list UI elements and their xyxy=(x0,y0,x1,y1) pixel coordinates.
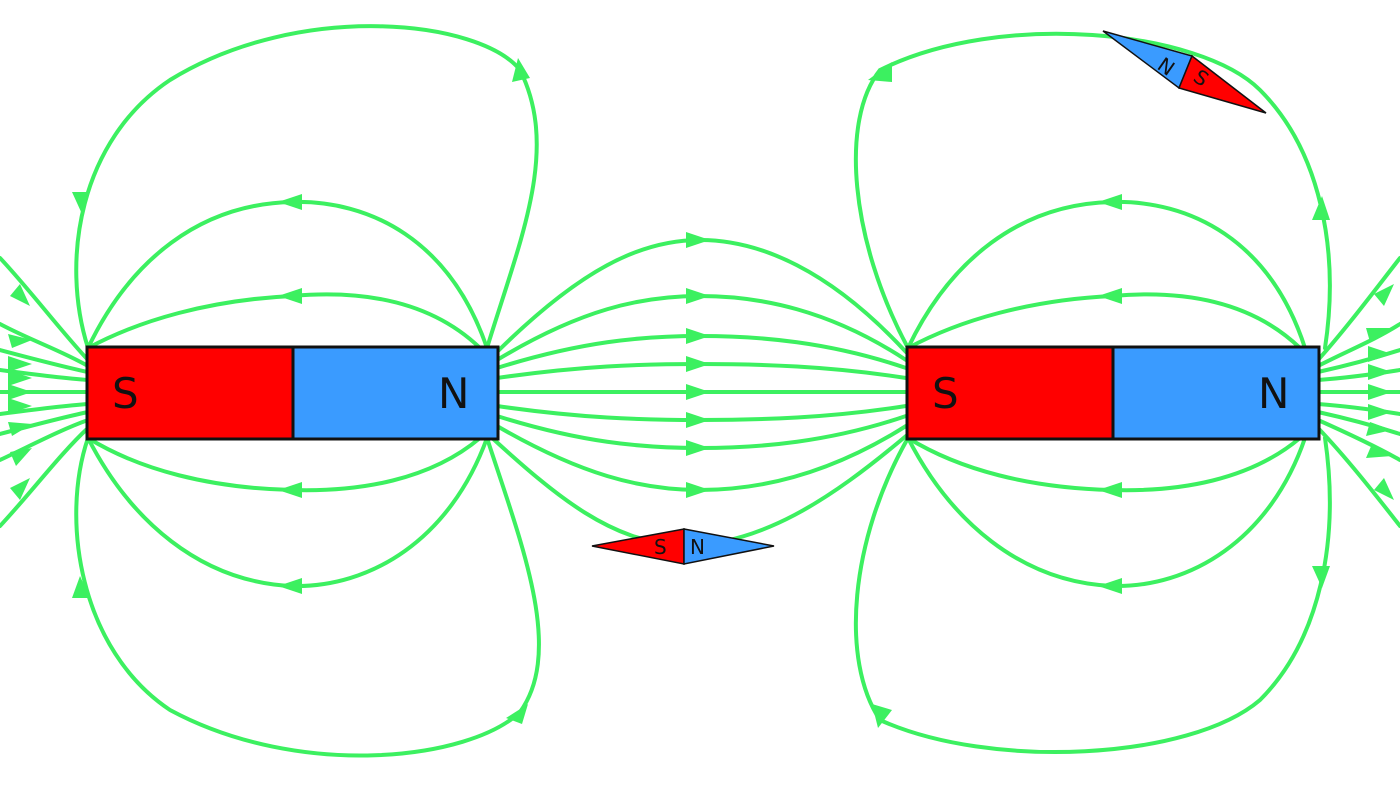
compass-needle-center: S N xyxy=(591,528,775,565)
field-arrow xyxy=(1312,196,1330,220)
field-arrow xyxy=(72,576,90,598)
field-line xyxy=(1316,256,1400,362)
magnet-north-label: N xyxy=(1258,369,1289,418)
needle-south-half xyxy=(1177,54,1267,114)
field-arrow xyxy=(686,384,710,400)
field-line xyxy=(1316,368,1400,382)
field-arrow xyxy=(8,356,32,372)
field-arrow xyxy=(1098,578,1122,594)
field-line xyxy=(0,348,90,374)
field-arrow xyxy=(686,232,710,248)
field-line xyxy=(1316,426,1400,528)
field-line xyxy=(1316,402,1400,416)
needle-south-half xyxy=(591,528,685,565)
field-arrows xyxy=(8,58,1394,728)
field-line xyxy=(1316,322,1400,368)
compass-needle-top-right: N S xyxy=(1102,30,1267,114)
field-arrow xyxy=(1098,288,1122,304)
field-arrow xyxy=(8,370,32,386)
magnet-south-label: S xyxy=(932,369,959,418)
needle-north-label: N xyxy=(690,535,705,559)
field-line xyxy=(86,436,489,589)
magnet-south-pole xyxy=(905,345,1115,441)
bar-magnet-left: S N xyxy=(85,345,500,441)
field-line xyxy=(86,199,489,350)
field-arrow xyxy=(1374,478,1394,500)
field-line xyxy=(0,410,90,436)
field-line xyxy=(86,292,482,350)
field-line xyxy=(0,418,90,462)
field-arrow xyxy=(1368,364,1392,380)
field-line xyxy=(0,426,90,528)
field-arrow xyxy=(10,448,32,466)
field-arrow xyxy=(1312,566,1330,588)
field-line xyxy=(906,436,1302,493)
magnet-north-pole xyxy=(1111,345,1321,441)
field-arrow xyxy=(1374,284,1394,306)
magnet-south-pole xyxy=(85,345,295,441)
field-arrow xyxy=(10,284,30,306)
field-line xyxy=(906,199,1307,350)
field-arrow xyxy=(8,398,32,414)
field-arrow xyxy=(1098,194,1122,210)
field-arrow xyxy=(8,422,32,436)
field-arrow xyxy=(278,288,302,304)
field-arrow xyxy=(72,192,90,214)
magnet-north-label: N xyxy=(438,369,469,418)
field-arrow xyxy=(1098,482,1122,498)
magnet-south-label: S xyxy=(112,369,139,418)
field-arrow xyxy=(686,440,710,456)
field-arrow xyxy=(872,704,892,728)
field-arrow xyxy=(686,412,710,428)
field-arrow xyxy=(686,288,710,304)
field-line xyxy=(0,322,90,368)
needle-north-half xyxy=(683,528,775,565)
field-arrow xyxy=(1366,444,1392,458)
field-arrow xyxy=(278,578,302,594)
field-arrow xyxy=(868,62,892,82)
field-arrow xyxy=(1368,404,1392,420)
field-arrow xyxy=(686,356,710,372)
field-line xyxy=(86,436,482,493)
field-arrow xyxy=(1368,346,1392,362)
field-arrow xyxy=(506,704,528,724)
field-arrow xyxy=(8,384,32,400)
field-line xyxy=(1316,418,1400,462)
field-arrow xyxy=(1368,384,1392,400)
field-line xyxy=(906,292,1302,350)
field-line xyxy=(1316,410,1400,436)
field-line xyxy=(853,31,1332,350)
field-line xyxy=(74,436,541,758)
field-arrow xyxy=(278,482,302,498)
field-arrow xyxy=(686,482,710,498)
bar-magnet-right: S N xyxy=(905,345,1321,441)
field-arrow xyxy=(10,478,30,500)
magnet-north-pole xyxy=(291,345,500,441)
field-arrow xyxy=(278,194,302,210)
field-line xyxy=(0,256,90,362)
field-arrow xyxy=(1366,422,1392,436)
field-arrow xyxy=(686,328,710,344)
field-line xyxy=(495,424,908,493)
field-line xyxy=(853,436,1332,755)
field-line xyxy=(1316,348,1400,374)
field-line xyxy=(74,24,539,350)
needle-south-label: S xyxy=(654,535,667,559)
field-arrow xyxy=(512,58,530,82)
field-arrow xyxy=(8,334,32,348)
field-arrow xyxy=(1366,328,1392,342)
field-line xyxy=(906,436,1307,589)
